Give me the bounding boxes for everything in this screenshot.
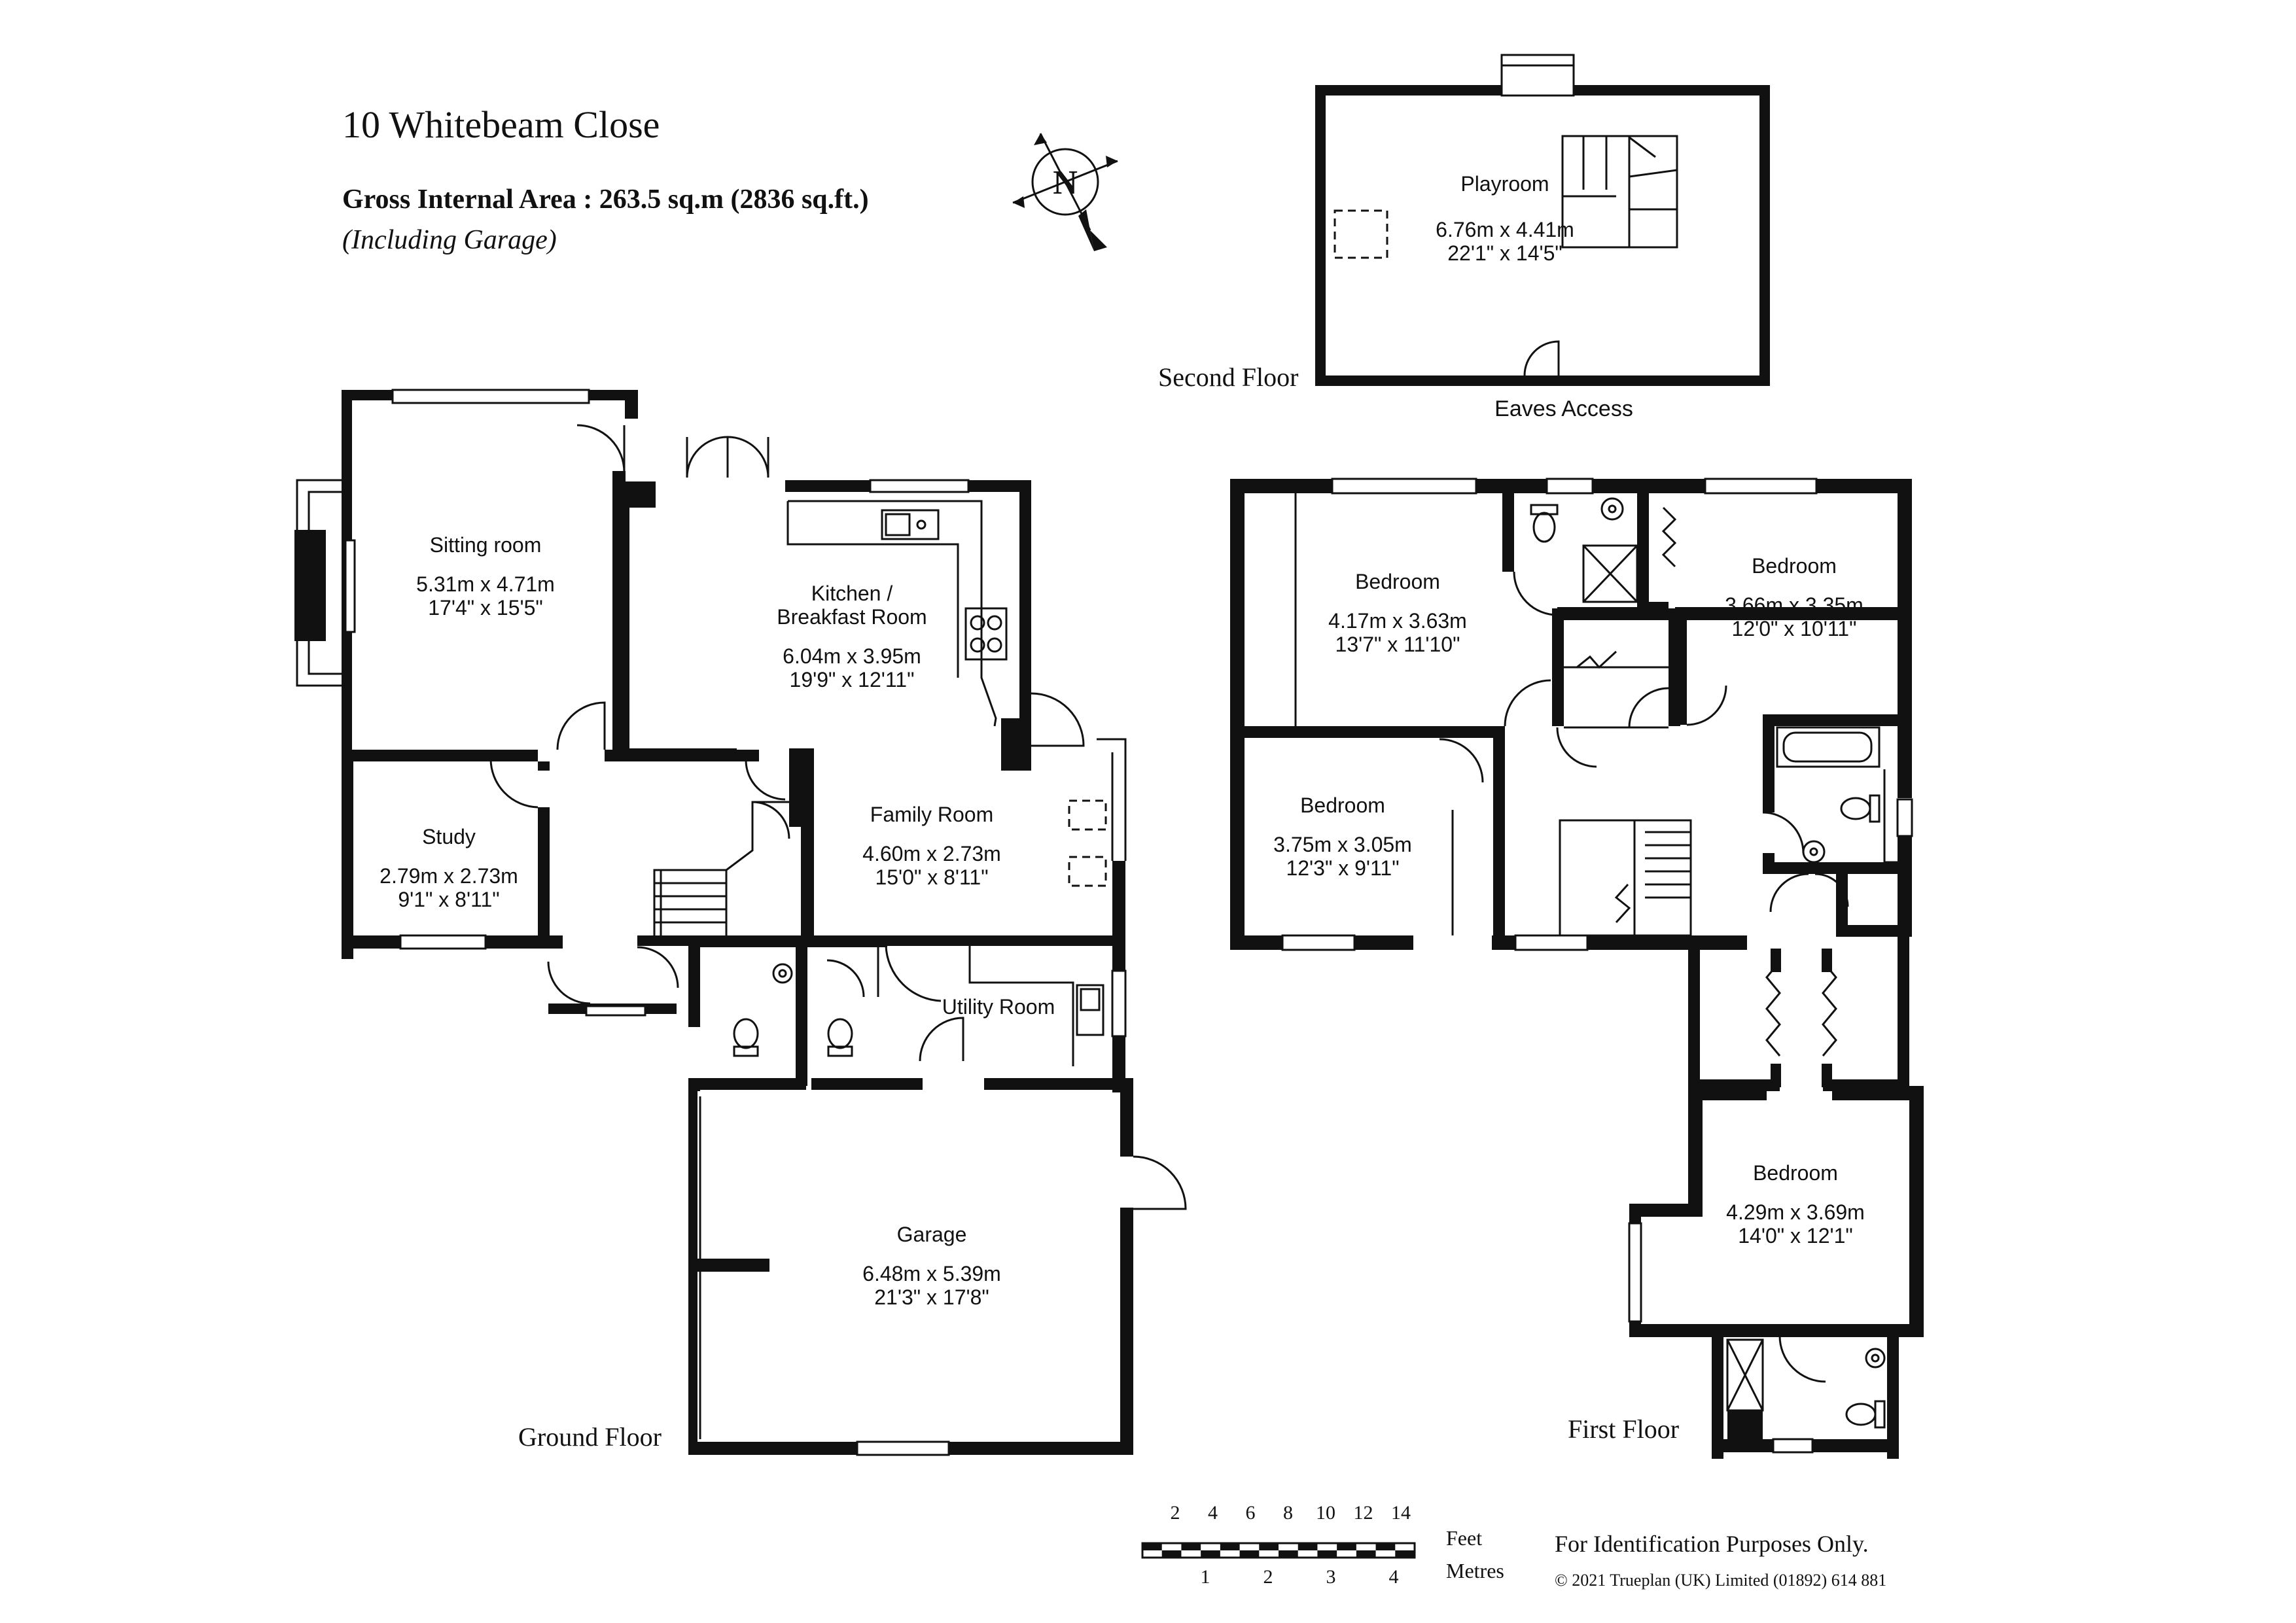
metre-tick-label: 2 [1263, 1566, 1273, 1588]
scale-segment [1201, 1550, 1220, 1558]
sitting-room-metric: 5.31m x 4.71m [416, 572, 555, 596]
metres-label: Metres [1446, 1559, 1504, 1582]
utility-sink-icon [1076, 984, 1104, 1036]
study-imperial: 9'1" x 8'11" [398, 888, 499, 911]
ground-floor-plan [294, 389, 1187, 1456]
hob-icon [964, 607, 1008, 661]
garage-imperial: 21'3" x 17'8" [874, 1285, 989, 1309]
feet-tick-label: 2 [1171, 1502, 1180, 1524]
scale-segment [1161, 1550, 1182, 1558]
feet-tick-labels: 2 4 6 8 10 12 14 [1171, 1502, 1411, 1524]
kitchen-label: Kitchen / [811, 582, 893, 605]
sitting-room-imperial: 17'4" x 15'5" [428, 596, 543, 620]
basin-icon [772, 963, 793, 984]
second-floor-label: Second Floor [1158, 362, 1298, 392]
basin-icon [1865, 1348, 1886, 1369]
bedroom-3-metric: 3.75m x 3.05m [1273, 833, 1412, 856]
metre-tick-label: 1 [1201, 1566, 1210, 1588]
garage-label: Garage [897, 1223, 967, 1246]
property-title: 10 Whitebeam Close [342, 103, 660, 146]
feet-tick-label: 14 [1391, 1502, 1411, 1524]
scale-segment [1239, 1550, 1260, 1558]
area-note: (Including Garage) [342, 225, 557, 255]
compass-north-icon: N [1012, 133, 1118, 251]
family-room-imperial: 15'0" x 8'11" [875, 865, 988, 889]
first-floor-plan [1230, 478, 1924, 1459]
utility-room-label: Utility Room [942, 995, 1055, 1019]
scale-segment [1279, 1550, 1298, 1558]
shower-icon [1726, 1338, 1764, 1412]
study-label: Study [422, 825, 476, 848]
gross-internal-area: Gross Internal Area : 263.5 sq.m (2836 s… [342, 184, 869, 215]
basin-icon [1802, 840, 1826, 864]
scale-segment [1317, 1550, 1337, 1558]
study-metric: 2.79m x 2.73m [380, 864, 518, 888]
kitchen-sink-icon [881, 509, 940, 540]
bedroom-1-label: Bedroom [1355, 570, 1440, 593]
bedroom-3-imperial: 12'3" x 9'11" [1286, 856, 1399, 880]
bedroom-4-metric: 4.29m x 3.69m [1726, 1200, 1865, 1224]
sitting-room-label: Sitting room [430, 533, 542, 557]
eaves-access-label: Eaves Access [1494, 396, 1633, 421]
scale-segment [1375, 1543, 1396, 1550]
metre-tick-label: 3 [1326, 1566, 1336, 1588]
scale-segment [1142, 1543, 1162, 1550]
shower-icon [1582, 544, 1638, 603]
basin-icon [1600, 497, 1624, 521]
bedroom-2-label: Bedroom [1752, 554, 1837, 578]
stairs-icon [1561, 135, 1678, 249]
feet-tick-label: 4 [1208, 1502, 1218, 1524]
feet-tick-label: 6 [1246, 1502, 1256, 1524]
first-floor-label: First Floor [1568, 1414, 1679, 1444]
bedroom-1-imperial: 13'7" x 11'10" [1335, 633, 1460, 656]
family-room-label: Family Room [870, 803, 993, 826]
playroom-label: Playroom [1460, 172, 1549, 196]
bedroom-3-label: Bedroom [1300, 794, 1385, 817]
bedroom-2-metric: 3.66m x 3.35m [1725, 593, 1863, 617]
garage-metric: 6.48m x 5.39m [862, 1262, 1001, 1285]
kitchen-label-2: Breakfast Room [777, 605, 927, 629]
stairs-icon [1559, 819, 1692, 937]
bedroom-4-imperial: 14'0" x 12'1" [1738, 1224, 1853, 1248]
toilet-icon [827, 1018, 853, 1057]
scale-segment [1259, 1543, 1279, 1550]
bedroom-1-metric: 4.17m x 3.63m [1328, 609, 1467, 633]
toilet-icon [1840, 794, 1881, 823]
bedroom-2-imperial: 12'0" x 10'11" [1732, 617, 1857, 640]
disclaimer: For Identification Purposes Only. [1555, 1531, 1869, 1557]
toilet-icon [733, 1018, 759, 1057]
metre-tick-label: 4 [1389, 1566, 1399, 1588]
toilet-icon [1845, 1400, 1886, 1429]
kitchen-imperial: 19'9" x 12'11" [790, 668, 915, 691]
second-floor-plan: Playroom 6.76m x 4.41m 22'1" x 14'5" [1315, 54, 1770, 386]
scale-segment [1337, 1543, 1356, 1550]
playroom-metric: 6.76m x 4.41m [1436, 218, 1574, 241]
ground-floor-label: Ground Floor [518, 1422, 662, 1452]
scale-segment [1220, 1543, 1240, 1550]
feet-label: Feet [1446, 1526, 1482, 1550]
stairs-icon [653, 801, 801, 935]
scale-blocks [1141, 1542, 1416, 1559]
compass-letter: N [1053, 164, 1078, 201]
bedroom-4-label: Bedroom [1753, 1161, 1838, 1185]
kitchen-metric: 6.04m x 3.95m [783, 644, 921, 668]
metre-tick-labels: 1 2 3 4 [1201, 1566, 1399, 1588]
bathtub-icon [1776, 726, 1881, 768]
feet-tick-label: 8 [1283, 1502, 1293, 1524]
copyright: © 2021 Trueplan (UK) Limited (01892) 614… [1555, 1571, 1886, 1590]
scale-segment [1395, 1550, 1415, 1558]
scale-segment [1181, 1543, 1201, 1550]
family-room-metric: 4.60m x 2.73m [862, 842, 1001, 865]
feet-tick-label: 10 [1316, 1502, 1335, 1524]
scale-segment [1356, 1550, 1376, 1558]
scale-segment [1298, 1543, 1318, 1550]
playroom-imperial: 22'1" x 14'5" [1447, 241, 1563, 265]
toilet-icon [1530, 504, 1559, 543]
feet-tick-label: 12 [1354, 1502, 1373, 1524]
